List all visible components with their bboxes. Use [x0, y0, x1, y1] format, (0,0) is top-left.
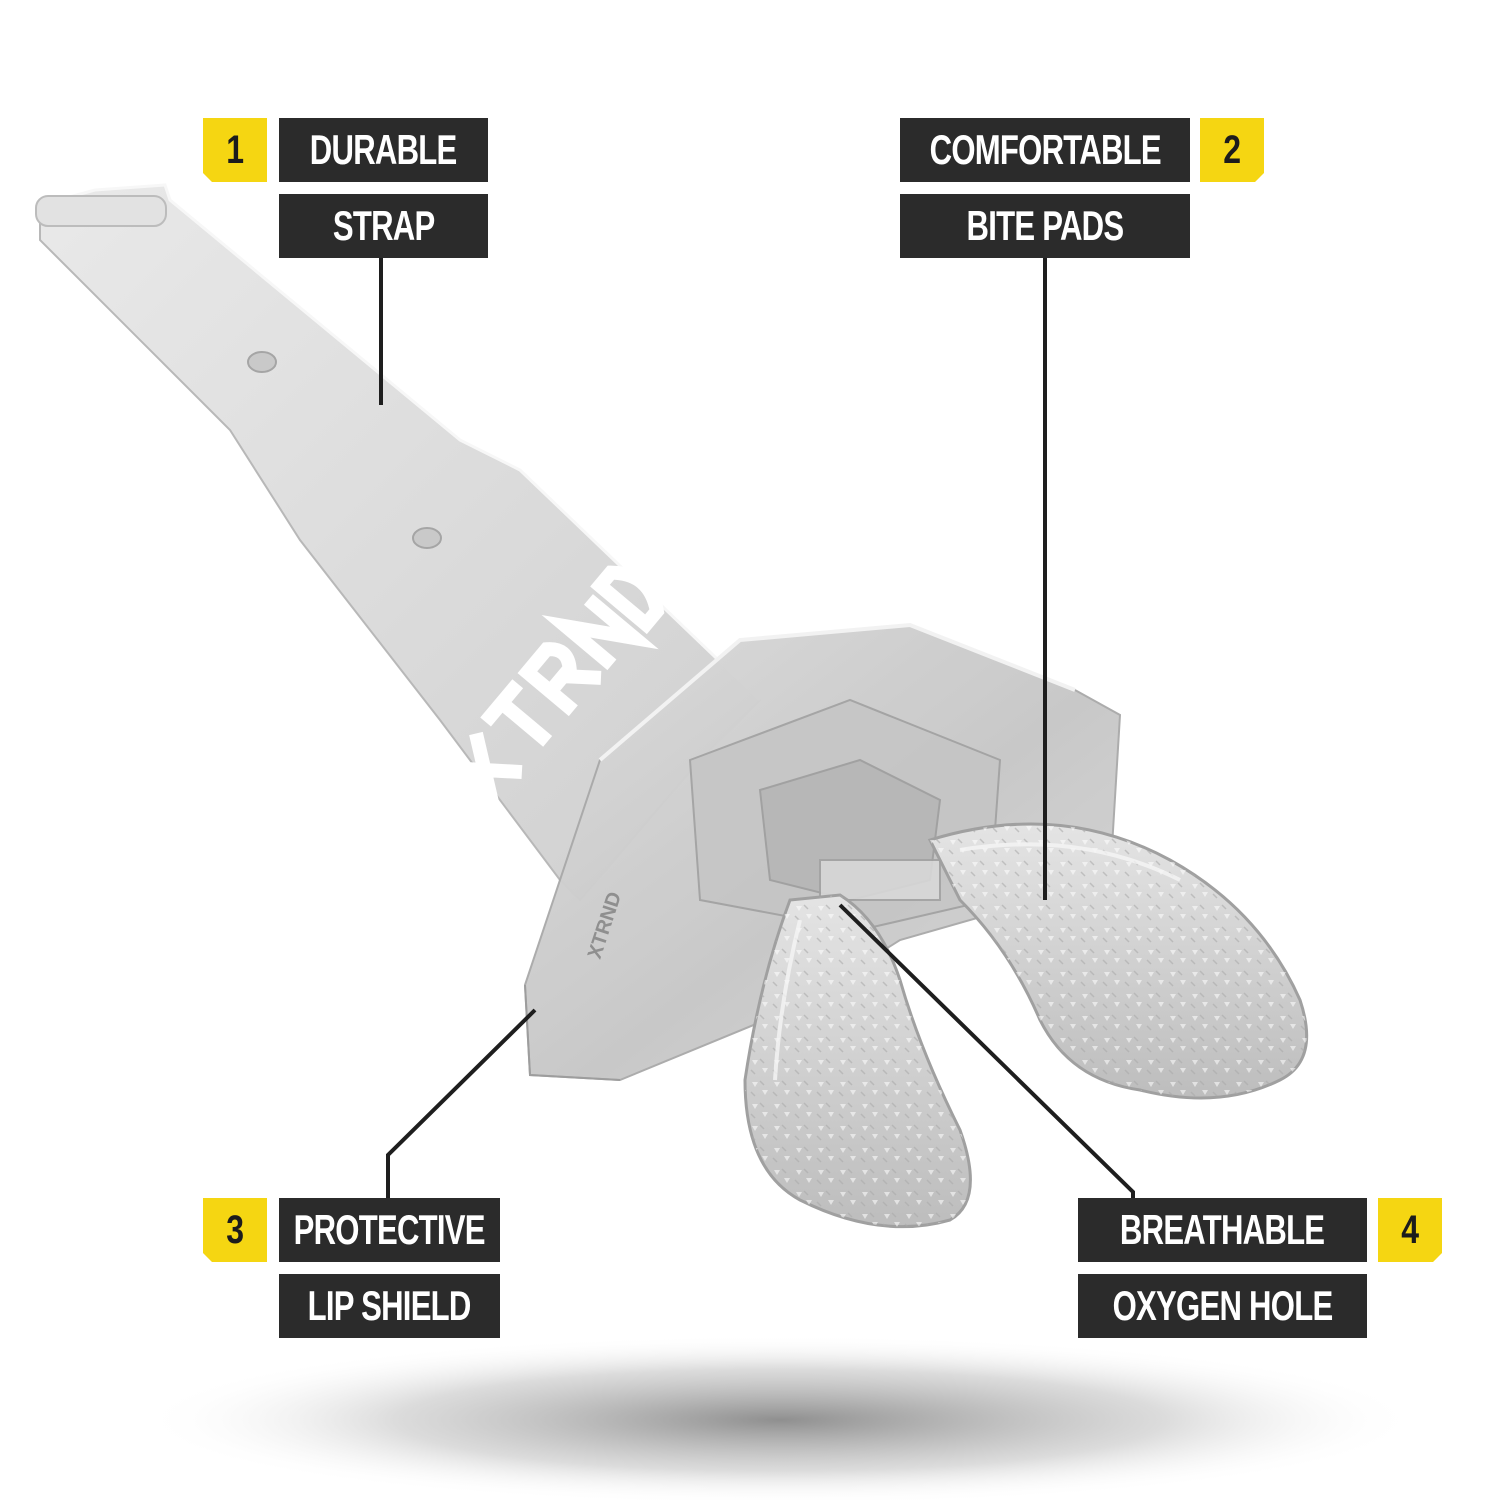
callout-subtitle: BITE PADS	[900, 194, 1190, 258]
callout-title: COMFORTABLE	[900, 118, 1190, 182]
leader-line-4	[838, 903, 1135, 1198]
callout-number-badge: 3	[203, 1198, 267, 1262]
callout-title: DURABLE	[279, 118, 488, 182]
strap-shape	[35, 183, 762, 902]
right-bite-pad-shape	[927, 822, 1309, 1100]
floor-shadow	[140, 1335, 1420, 1500]
callout-title: BREATHABLE	[1078, 1198, 1367, 1262]
callout-number-badge: 2	[1200, 118, 1264, 182]
leader-lines	[379, 258, 1135, 1198]
callout-subtitle: OXYGEN HOLE	[1078, 1274, 1367, 1338]
callout-number-badge: 4	[1378, 1198, 1442, 1262]
callout-number-badge: 1	[203, 118, 267, 182]
leader-line-3	[386, 1008, 537, 1198]
callout-subtitle: LIP SHIELD	[279, 1274, 500, 1338]
strap-logo-emboss	[446, 565, 665, 809]
callout-subtitle: STRAP	[279, 194, 488, 258]
callout-title: PROTECTIVE	[279, 1198, 500, 1262]
left-bite-pad-shape	[743, 893, 972, 1229]
breathing-channel-shape	[688, 698, 1002, 932]
